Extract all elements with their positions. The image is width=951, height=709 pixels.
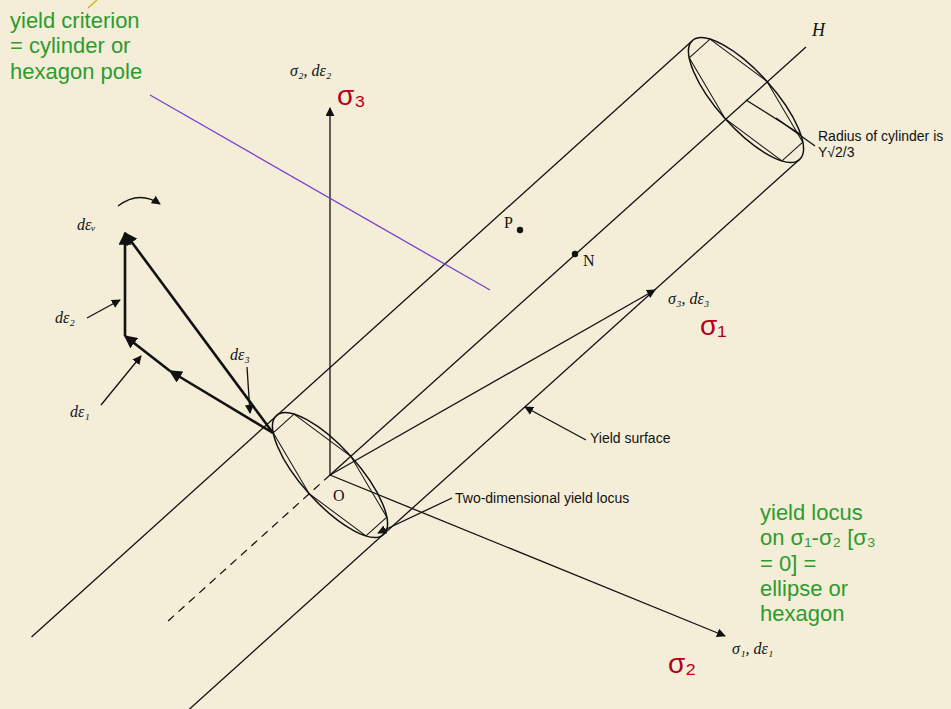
axis-label: H xyxy=(812,20,825,41)
vector-label: dεᵥ xyxy=(77,216,96,234)
axis-annotation: σ₃ xyxy=(337,80,366,112)
axis-annotation: σ₁ xyxy=(700,310,727,342)
axis-label: σ₁, dε₁ xyxy=(732,640,773,658)
origin-label: O xyxy=(333,487,345,505)
part-label: Yield surface xyxy=(590,430,670,446)
dimension-note: Radius of cylinder is Y√2/3 xyxy=(818,128,944,160)
hydrostatic-axis-hidden xyxy=(167,475,330,622)
stress-point xyxy=(572,251,578,257)
yield-ellipse xyxy=(256,397,405,553)
annotation-pointer xyxy=(88,0,97,8)
normal-strain-vector xyxy=(125,233,273,433)
axis-label: σ₂, dε₂ xyxy=(290,62,331,80)
leader-arrow xyxy=(247,367,250,413)
strain-vector xyxy=(125,336,170,371)
strain-vector xyxy=(124,233,127,336)
leader-arrow xyxy=(101,356,141,405)
strain-vector xyxy=(170,371,273,433)
yield-ellipse xyxy=(672,22,821,178)
rotation-arrow xyxy=(118,197,160,206)
stress-axis xyxy=(330,475,725,636)
cylinder-generator xyxy=(32,41,693,637)
axis-label: σ₃, dε₃ xyxy=(668,290,709,308)
annotation-note: yield locus on σ₁-σ₂ [σ₃ = 0] = ellipse … xyxy=(760,500,878,626)
annotation-pointer xyxy=(150,95,490,290)
vector-label: dε₁ xyxy=(70,403,90,421)
hydrostatic-axis xyxy=(330,47,806,475)
leader-arrow xyxy=(378,498,452,533)
yield-hexagon xyxy=(679,30,813,170)
stress-axis xyxy=(330,290,655,475)
yield-hexagon xyxy=(263,405,397,545)
cylinder-generator xyxy=(139,159,801,709)
part-label: Two-dimensional yield locus xyxy=(455,490,629,506)
point-label: N xyxy=(583,252,595,270)
vector-label: dε₃ xyxy=(230,346,250,364)
annotation-note: yield criterion = cylinder or hexagon po… xyxy=(10,8,150,84)
vector-label: dε₂ xyxy=(55,309,75,327)
leader-arrow xyxy=(525,407,586,440)
stress-point xyxy=(517,227,523,233)
axis-annotation: σ₂ xyxy=(668,648,696,680)
leader-line xyxy=(776,118,815,146)
point-label: P xyxy=(504,214,513,232)
stress-axis xyxy=(329,108,330,475)
leader-arrow xyxy=(87,300,120,318)
